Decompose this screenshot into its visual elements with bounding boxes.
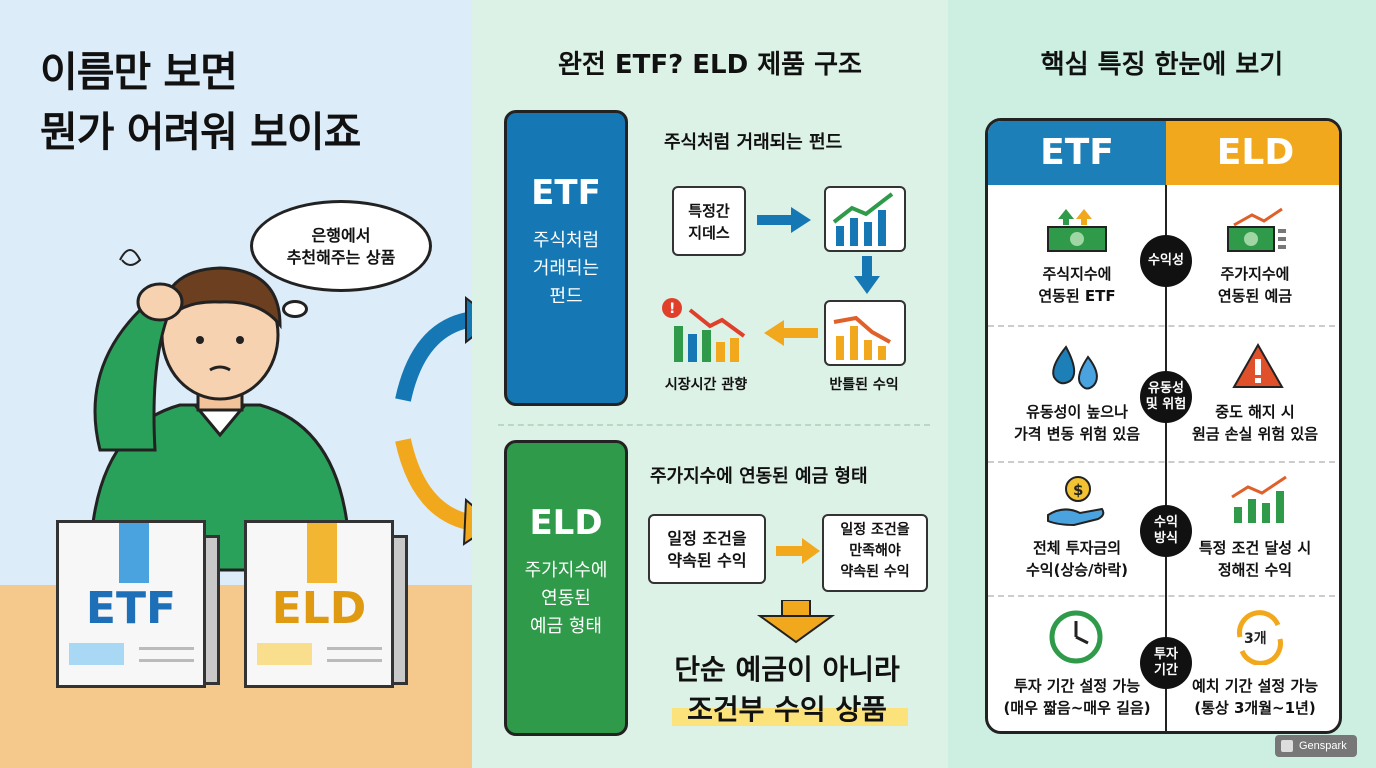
svg-text:!: !: [669, 301, 675, 317]
watermark-text: Genspark: [1299, 740, 1347, 752]
features-title: 핵심 특징 한눈에 보기: [1040, 50, 1284, 80]
water-drops-icon: [1052, 345, 1098, 390]
eld-box: ELD: [244, 520, 394, 688]
etf-column-header: ETF: [988, 121, 1166, 185]
thought-bubble: 은행에서 추천해주는 상품: [250, 200, 432, 292]
eld-card-title: ELD: [529, 503, 603, 543]
box-lines: [327, 647, 382, 650]
eld-card: ELD 주가지수에 연동된 예금 형태: [504, 440, 628, 736]
down-arrow-icon: [854, 256, 880, 294]
coin-hand-icon: $: [1047, 476, 1105, 527]
box-lines: [139, 647, 194, 650]
box-tape: [307, 523, 337, 583]
genspark-logo-icon: [1281, 740, 1293, 752]
etf-caption-left: 시장시간 관향: [664, 377, 748, 393]
conclusion-line-2: 조건부 수익 상품: [687, 693, 887, 726]
svg-text:$: $: [1073, 481, 1083, 499]
down-arrow-icon: [756, 600, 836, 644]
box-tape: [119, 523, 149, 583]
box-sticker: [69, 643, 124, 665]
box-lines: [139, 659, 194, 662]
box-sticker: [257, 643, 312, 665]
blue-arrow-icon: [395, 312, 470, 402]
money-up-icon: [1047, 209, 1107, 252]
box-lines: [327, 659, 382, 662]
cycle-3months-icon: 3개: [1237, 610, 1283, 665]
money-chart-icon: [1227, 207, 1286, 252]
right-arrow-icon: [757, 207, 811, 233]
left-arrow-icon: [764, 320, 818, 346]
orange-arrow-icon: [395, 438, 471, 530]
etf-card-title: ETF: [531, 173, 601, 213]
eld-box-label: ELD: [271, 583, 367, 634]
eld-box-side: [394, 535, 408, 685]
etf-caption-right: 반틀된 수익: [829, 377, 899, 393]
row-divider: [988, 461, 1339, 463]
volatile-chart-icon: !: [662, 298, 746, 362]
eld-heading: 주가지수에 연동된 예금 형태: [650, 466, 868, 487]
etf-card-subtitle: 주식처럼 거래되는 펀드: [532, 230, 600, 307]
rising-chart-icon: [824, 186, 906, 252]
etf-box-side: [206, 535, 220, 685]
etf-card: ETF 주식처럼 거래되는 펀드: [504, 110, 628, 406]
eld-period-text: 예치 기간 설정 가능(통상 3개월~1년): [1191, 677, 1319, 717]
etf-heading: 주식처럼 거래되는 펀드: [664, 132, 843, 153]
eld-column-header: ELD: [1166, 121, 1339, 185]
column-divider: [1165, 185, 1167, 731]
right-arrow-icon: [776, 538, 820, 564]
eld-flow-box-2: 일정 조건을 만족해야 약속된 수익: [822, 514, 928, 592]
eld-flow-box-1: 일정 조건을 약속된 수익: [648, 514, 766, 584]
eld-card-subtitle: 주가지수에 연동된 예금 형태: [524, 560, 608, 637]
falling-chart-icon: [824, 300, 906, 366]
etf-box: ETF: [56, 520, 206, 688]
watermark: Genspark: [1275, 735, 1357, 757]
section-divider: [498, 424, 930, 426]
etf-box-label: ETF: [85, 583, 177, 634]
structure-title: 완전 ETF? ELD 제품 구조: [558, 50, 862, 80]
row-divider: [988, 325, 1339, 327]
highlight-marker: [672, 708, 908, 726]
page-title: 이름만 보면 뭔가 어려워 보이죠: [40, 48, 361, 156]
etf-flow-box: 특정간 지데스: [672, 186, 746, 256]
profit-pill: 수익성: [1140, 235, 1192, 287]
bar-growth-icon: [1231, 475, 1287, 523]
cycle-label: 3개: [1244, 631, 1267, 647]
etf-period-text: 투자 기간 설정 가능(매우 짧음~매우 길음): [1003, 677, 1151, 717]
clock-icon: [1049, 610, 1103, 664]
conclusion-line-1: 단순 예금이 아니라: [674, 653, 900, 686]
thought-dot: [282, 300, 308, 318]
row-divider: [988, 595, 1339, 597]
warning-icon: [1232, 343, 1284, 388]
